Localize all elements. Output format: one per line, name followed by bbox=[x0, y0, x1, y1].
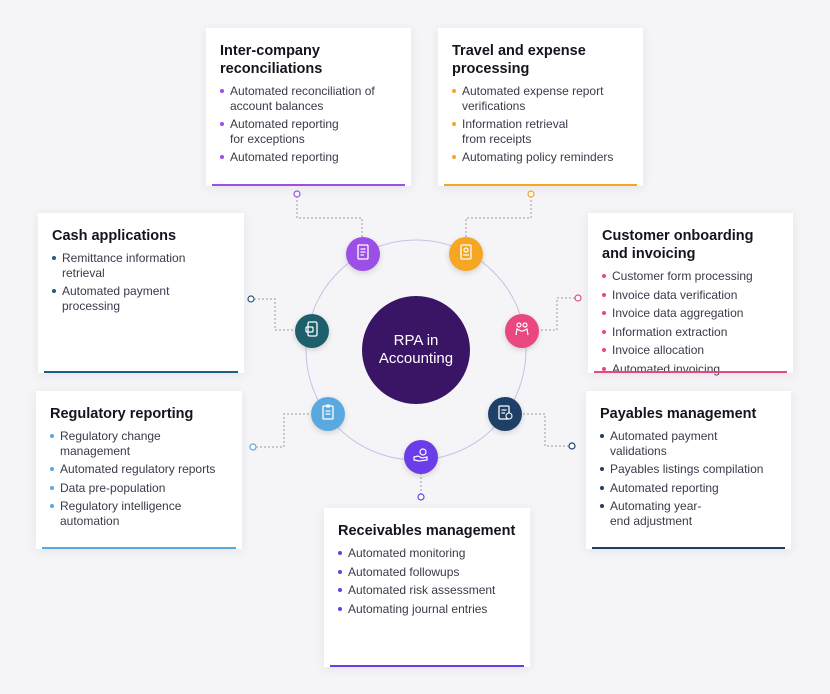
node-receivables bbox=[404, 440, 438, 474]
card-underline bbox=[592, 547, 785, 549]
people-handshake-icon bbox=[513, 320, 531, 343]
list-item: Automated regulatory reports bbox=[50, 462, 228, 477]
connector-travel bbox=[465, 196, 532, 238]
list-item: Remittance information retrieval bbox=[52, 251, 230, 280]
card-travel: Travel and expense processing Automated … bbox=[438, 28, 643, 186]
receipt-id-icon bbox=[457, 243, 475, 266]
card-customer: Customer onboarding and invoicing Custom… bbox=[588, 213, 793, 376]
invoice-dollar-icon bbox=[496, 403, 514, 426]
list-item: Invoice allocation bbox=[602, 343, 779, 358]
card-list-payables: Automated payment validations Payables l… bbox=[600, 429, 777, 528]
list-item: Invoice data verification bbox=[602, 288, 779, 303]
list-item: Automating policy reminders bbox=[452, 150, 629, 165]
card-title-intercompany: Inter-company reconciliations bbox=[220, 43, 323, 77]
card-list-customer: Customer form processing Invoice data ve… bbox=[602, 269, 779, 376]
list-item: Automated reporting bbox=[220, 150, 397, 165]
node-regulatory bbox=[311, 397, 345, 431]
card-title-receivables: Receivables management bbox=[338, 523, 516, 539]
list-item: Automated reporting for exceptions bbox=[220, 117, 397, 146]
list-item: Information retrieval from receipts bbox=[452, 117, 629, 146]
node-intercompany bbox=[346, 237, 380, 271]
card-title-payables: Payables management bbox=[600, 406, 757, 422]
connector-dot-travel bbox=[527, 190, 535, 198]
card-regulatory: Regulatory reporting Regulatory change m… bbox=[36, 391, 242, 549]
list-item: Automated payment validations bbox=[600, 429, 777, 458]
connector-dot-regulatory bbox=[249, 443, 257, 451]
card-list-cash: Remittance information retrieval Automat… bbox=[52, 251, 230, 313]
list-item: Automated reporting bbox=[600, 481, 777, 496]
connector-dot-payables bbox=[568, 442, 576, 450]
list-item: Automating year- end adjustment bbox=[600, 499, 777, 528]
card-list-receivables: Automated monitoring Automated followups… bbox=[338, 546, 516, 616]
connector-payables bbox=[520, 413, 569, 447]
card-list-travel: Automated expense report verifications I… bbox=[452, 84, 629, 165]
hand-coins-icon bbox=[412, 446, 430, 469]
card-list-regulatory: Regulatory change management Automated r… bbox=[50, 429, 228, 528]
list-item: Data pre-population bbox=[50, 481, 228, 496]
list-item: Automated monitoring bbox=[338, 546, 516, 561]
list-item: Regulatory intelligence automation bbox=[50, 499, 228, 528]
list-item: Automated invoicing bbox=[602, 362, 779, 377]
connector-dot-intercompany bbox=[293, 190, 301, 198]
card-payables: Payables management Automated payment va… bbox=[586, 391, 791, 549]
list-item: Automating journal entries bbox=[338, 602, 516, 617]
list-item: Automated reconciliation of account bala… bbox=[220, 84, 397, 113]
list-item: Customer form processing bbox=[602, 269, 779, 284]
clipboard-list-icon bbox=[319, 403, 337, 426]
card-title-regulatory: Regulatory reporting bbox=[50, 406, 194, 422]
list-item: Payables listings compilation bbox=[600, 462, 777, 477]
node-customer bbox=[505, 314, 539, 348]
node-cash bbox=[295, 314, 329, 348]
node-payables bbox=[488, 397, 522, 431]
card-receivables: Receivables management Automated monitor… bbox=[324, 508, 530, 667]
card-underline bbox=[444, 184, 637, 186]
connector-intercompany bbox=[296, 196, 363, 238]
list-item: Invoice data aggregation bbox=[602, 306, 779, 321]
node-travel bbox=[449, 237, 483, 271]
card-underline bbox=[44, 371, 238, 373]
connector-dot-customer bbox=[574, 294, 582, 302]
connector-customer bbox=[538, 297, 575, 331]
card-title-travel: Travel and expense processing bbox=[452, 43, 586, 77]
card-underline bbox=[330, 665, 524, 667]
list-item: Automated risk assessment bbox=[338, 583, 516, 598]
list-item: Automated followups bbox=[338, 565, 516, 580]
card-underline bbox=[594, 371, 787, 373]
card-cash: Cash applications Remittance information… bbox=[38, 213, 244, 373]
document-checklist-icon bbox=[354, 243, 372, 266]
list-item: Information extraction bbox=[602, 325, 779, 340]
connector-regulatory bbox=[256, 413, 310, 448]
payment-card-icon bbox=[303, 320, 321, 343]
card-underline bbox=[212, 184, 405, 186]
list-item: Regulatory change management bbox=[50, 429, 228, 458]
card-underline bbox=[42, 547, 236, 549]
card-list-intercompany: Automated reconciliation of account bala… bbox=[220, 84, 397, 165]
connector-dot-cash bbox=[247, 295, 255, 303]
connector-dot-receivables bbox=[417, 493, 425, 501]
connector-cash bbox=[254, 298, 295, 331]
center-line-1: RPA in bbox=[393, 332, 439, 349]
card-intercompany: Inter-company reconciliations Automated … bbox=[206, 28, 411, 186]
list-item: Automated payment processing bbox=[52, 284, 230, 313]
card-title-cash: Cash applications bbox=[52, 228, 177, 244]
center-line-2: Accounting bbox=[378, 350, 454, 367]
center-hub: RPA in Accounting bbox=[362, 296, 470, 404]
card-title-customer: Customer onboarding and invoicing bbox=[602, 228, 754, 262]
list-item: Automated expense report verifications bbox=[452, 84, 629, 113]
